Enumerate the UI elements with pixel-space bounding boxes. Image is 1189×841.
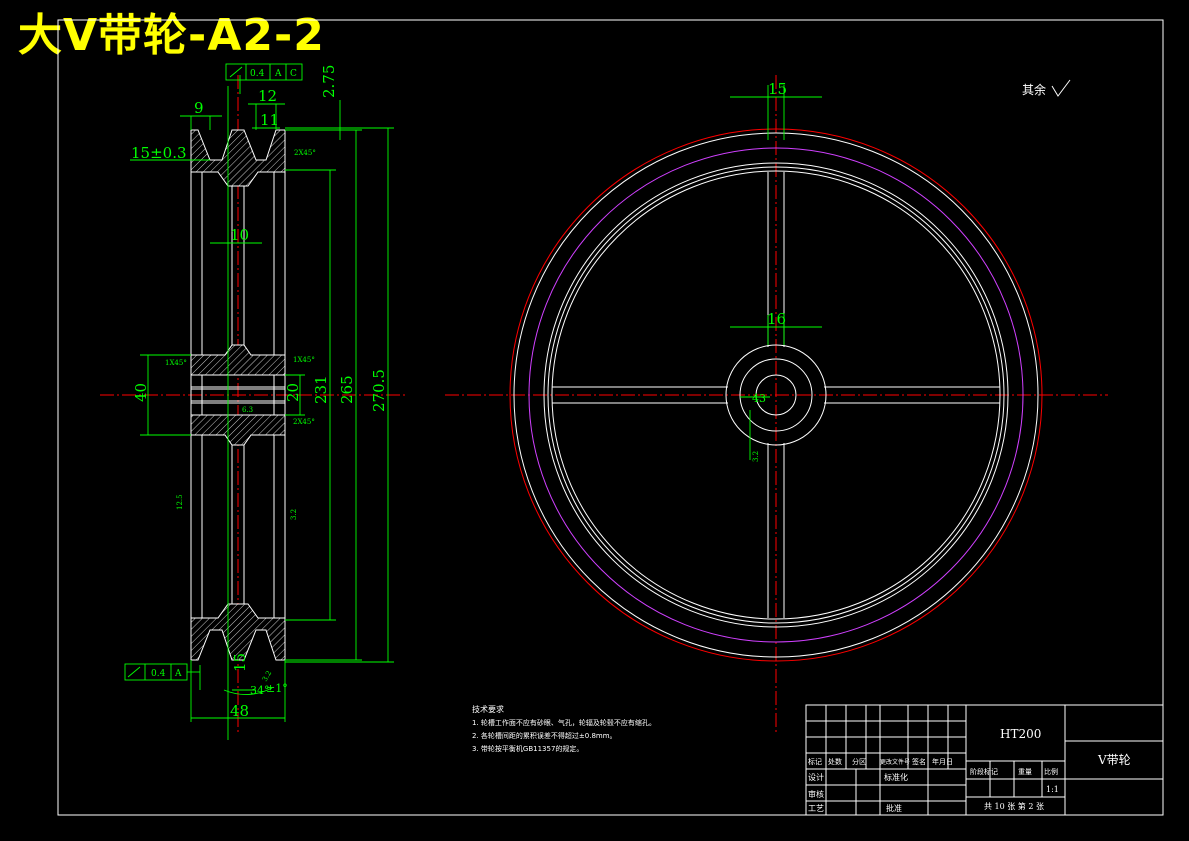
header-signature: 签名 bbox=[912, 757, 926, 766]
header-mark: 标记 bbox=[808, 757, 822, 766]
tech-note-2: 2. 各轮槽间距的累积误差不得超过±0.8mm。 bbox=[472, 731, 617, 740]
header-change-doc: 更改文件号 bbox=[880, 758, 910, 766]
top-rim-section bbox=[190, 129, 286, 187]
front-view: 15 16 43 3.2 其余 bbox=[445, 75, 1108, 735]
front-dim-15: 15 bbox=[768, 80, 787, 98]
hub-upper-section bbox=[190, 344, 286, 376]
ratio-label: 比例 bbox=[1044, 767, 1058, 776]
weight-label: 重量 bbox=[1018, 768, 1032, 776]
header-count: 处数 bbox=[828, 757, 842, 766]
hub-label: 43 bbox=[752, 392, 766, 405]
roughness-symbol-icon bbox=[1051, 79, 1071, 97]
dim-15-tolerance: 15±0.3 bbox=[131, 144, 187, 162]
side-section-view: 9 12 11 2.75 15±0.3 10 40 20 231 265 270… bbox=[100, 63, 405, 740]
scale-value: 1:1 bbox=[1046, 785, 1059, 794]
chamfer-right: 1X45° bbox=[293, 356, 315, 364]
dim-12: 12 bbox=[258, 87, 277, 105]
material-label: HT200 bbox=[1000, 727, 1041, 741]
bottom-rim-section bbox=[190, 603, 286, 661]
drawing-title: 大V带轮-A2-2 bbox=[18, 10, 325, 61]
roughness-6-3: 6.3 bbox=[242, 406, 253, 414]
roughness-3-2: 3.2 bbox=[290, 509, 298, 520]
dim-2-75: 2.75 bbox=[320, 65, 338, 98]
header-date: 年月日 bbox=[932, 757, 953, 766]
dim-270-5: 270.5 bbox=[370, 369, 388, 412]
tol-top-value: 0.4 bbox=[250, 69, 265, 79]
title-block: HT200 V带轮 1:1 共 10 张 第 2 张 标记 处数 分区 更改文件… bbox=[805, 704, 1164, 816]
tech-notes-heading: 技术要求 bbox=[472, 704, 504, 714]
front-dim-16: 16 bbox=[767, 310, 786, 328]
process-label: 工艺 bbox=[808, 804, 824, 813]
dim-265: 265 bbox=[338, 375, 356, 404]
chamfer-top: 2X45° bbox=[294, 149, 316, 157]
hub-lower-section bbox=[190, 414, 286, 446]
sheet-info: 共 10 张 第 2 张 bbox=[984, 801, 1044, 811]
dim-15-bottom: 15 bbox=[231, 653, 249, 672]
angle-tolerance: ±1° bbox=[266, 682, 288, 695]
tol-bottom-datum-a: A bbox=[174, 669, 182, 679]
dim-11: 11 bbox=[260, 111, 279, 129]
tech-notes: 技术要求 1. 轮槽工作面不应有砂眼、气孔，轮辐及轮毂不应有缩孔。 2. 各轮槽… bbox=[472, 704, 656, 753]
roughness-12-5: 12.5 bbox=[176, 494, 184, 510]
header-zone: 分区 bbox=[852, 757, 866, 766]
part-name: V带轮 bbox=[1097, 753, 1131, 767]
standardize-label: 标准化 bbox=[884, 772, 908, 782]
dim-231: 231 bbox=[312, 375, 330, 404]
tol-top-datum-c: C bbox=[290, 69, 297, 79]
chamfer-bore: 2X45° bbox=[293, 418, 315, 426]
dim-9: 9 bbox=[194, 99, 204, 117]
dim-48: 48 bbox=[230, 702, 249, 720]
dim-20: 20 bbox=[284, 383, 302, 402]
tech-note-3: 3. 带轮按平衡机GB11357的规定。 bbox=[472, 744, 583, 753]
chamfer-left: 1X45° bbox=[165, 359, 187, 367]
tol-top-datum-a: A bbox=[274, 69, 282, 79]
design-label: 设计 bbox=[808, 772, 824, 782]
dim-10: 10 bbox=[230, 226, 249, 244]
approve-label: 批准 bbox=[886, 803, 902, 813]
stage-mark-label: 阶段标记 bbox=[970, 767, 998, 776]
angle-34: 34° bbox=[250, 684, 270, 697]
dim-40: 40 bbox=[132, 383, 150, 402]
review-label: 审核 bbox=[808, 789, 824, 799]
surface-rest-label: 其余 bbox=[1022, 82, 1046, 97]
tol-bottom-value: 0.4 bbox=[151, 669, 166, 679]
roughness-3-2-bottom: 3.2 bbox=[261, 669, 273, 683]
hub-roughness: 3.2 bbox=[752, 451, 760, 462]
tech-note-1: 1. 轮槽工作面不应有砂眼、气孔，轮辐及轮毂不应有缩孔。 bbox=[472, 718, 656, 727]
drawing-border bbox=[57, 19, 1164, 816]
